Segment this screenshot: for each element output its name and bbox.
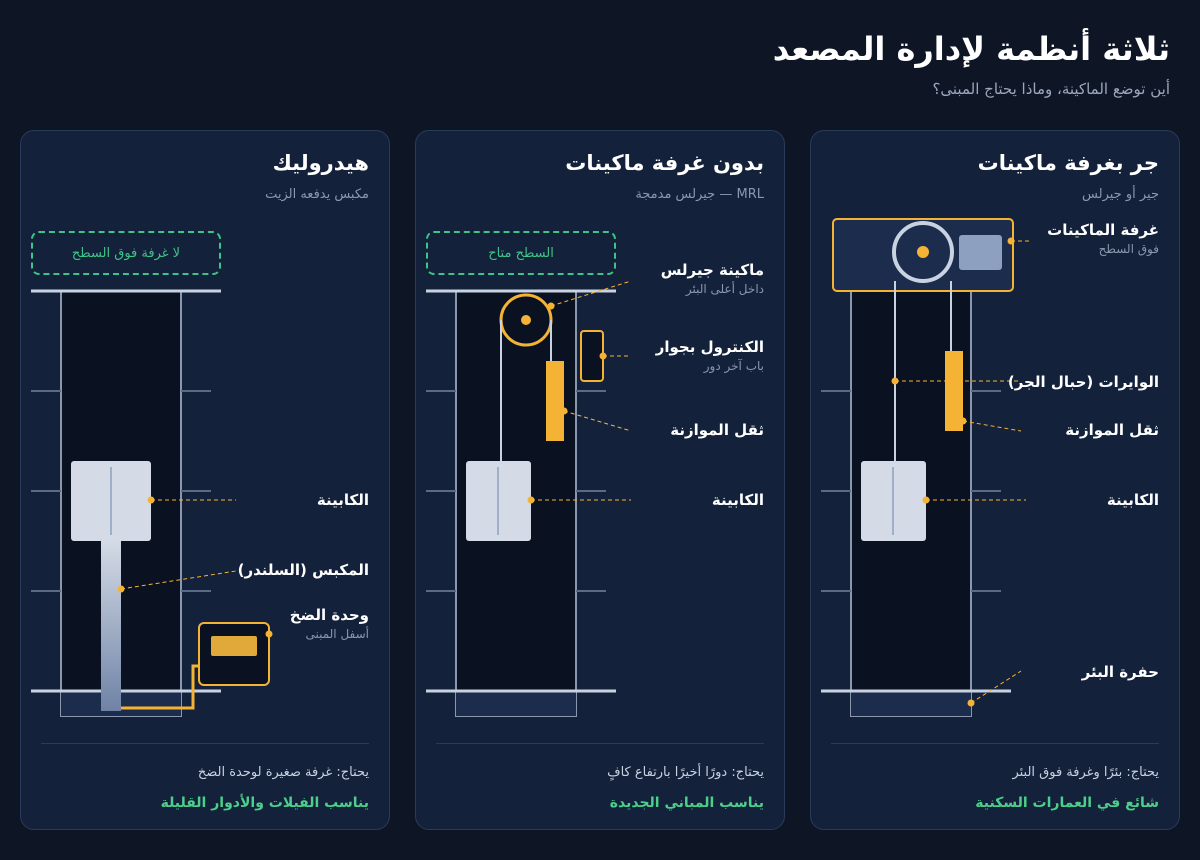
leader-lines: [895, 240, 1031, 704]
fit-text: يناسب المباني الجديدة: [609, 795, 764, 811]
fit-text: يناسب الفيلات والأدوار القليلة: [160, 795, 369, 811]
card-subtitle: مكبس يدفعه الزيت: [265, 187, 369, 202]
card-traction-machine-room: جر بغرفة ماكينات جير أو جيرلس غرفة الماك…: [810, 130, 1180, 830]
label-pump: وحدة الضخ أسفل المبنى: [289, 606, 369, 641]
divider: [436, 743, 764, 744]
roof-available-badge: السطح متاح: [426, 231, 616, 275]
label-cabin: الكابينة: [711, 491, 764, 509]
label-counterweight: ثقل الموازنة: [1065, 421, 1159, 439]
needs-text: يحتاج: غرفة صغيرة لوحدة الضخ: [197, 765, 369, 780]
label-cabin: الكابينة: [316, 491, 369, 509]
card-mrl: السطح متاح بدون غرفة ماكينات MRL — جيرلس…: [415, 130, 785, 830]
leader-lines: [120, 499, 237, 590]
page-title: ثلاثة أنظمة لإدارة المصعد: [772, 30, 1170, 68]
pump-motor: [211, 636, 257, 656]
hydraulic-diagram: [31, 289, 273, 717]
piston: [101, 541, 121, 711]
label-machine: ماكينة جيرلس داخل أعلى البئر: [660, 261, 764, 296]
machine-hub: [521, 315, 531, 325]
needs-text: يحتاج: دورًا أخيرًا بارتفاع كافٍ: [607, 765, 764, 780]
page-header: ثلاثة أنظمة لإدارة المصعد أين توضع الماك…: [773, 30, 1170, 98]
leader-dots: [117, 496, 273, 638]
fit-text: شائع في العمارات السكنية: [975, 795, 1159, 811]
divider: [41, 743, 369, 744]
counterweight: [945, 351, 963, 431]
divider: [831, 743, 1159, 744]
card-subtitle: جير أو جيرلس: [1082, 187, 1159, 202]
traction-diagram: [821, 218, 1031, 717]
card-hydraulic: لا غرفة فوق السطح هيدروليك مكبس يدفعه ال…: [20, 130, 390, 830]
label-piston: المكبس (السلندر): [237, 561, 369, 579]
pit-area: [456, 691, 576, 716]
label-cabin: الكابينة: [1106, 491, 1159, 509]
label-machine-room: غرفة الماكينات فوق السطح: [1047, 221, 1159, 256]
floor-ticks: [31, 390, 211, 592]
floor-ticks: [821, 390, 1001, 592]
pit-area: [851, 691, 971, 716]
controller-box: [959, 235, 1002, 270]
counterweight: [546, 361, 564, 441]
sheave-hub: [917, 246, 929, 258]
label-pit: حفرة البئر: [1081, 663, 1159, 681]
floor-ticks: [426, 390, 606, 592]
no-roof-room-badge: لا غرفة فوق السطح: [31, 231, 221, 275]
card-title: هيدروليك: [272, 151, 369, 175]
label-ropes: الوايرات (حبال الجر): [1007, 373, 1159, 391]
card-title: جر بغرفة ماكينات: [977, 151, 1159, 175]
label-counterweight: ثقل الموازنة: [670, 421, 764, 439]
leader-dots: [527, 302, 607, 504]
sheave-icon: [892, 221, 954, 283]
mrl-diagram: [426, 280, 632, 717]
needs-text: يحتاج: بئرًا وغرفة فوق البئر: [1012, 765, 1159, 780]
card-title: بدون غرفة ماكينات: [565, 151, 764, 175]
label-control: الكنترول بجوار باب آخر دور: [655, 338, 764, 373]
leader-lines: [531, 280, 632, 501]
leader-dots: [891, 237, 1015, 707]
page-subtitle: أين توضع الماكينة، وماذا يحتاج المبنى؟: [932, 80, 1170, 98]
card-subtitle: MRL — جيرلس مدمجة: [635, 187, 764, 202]
